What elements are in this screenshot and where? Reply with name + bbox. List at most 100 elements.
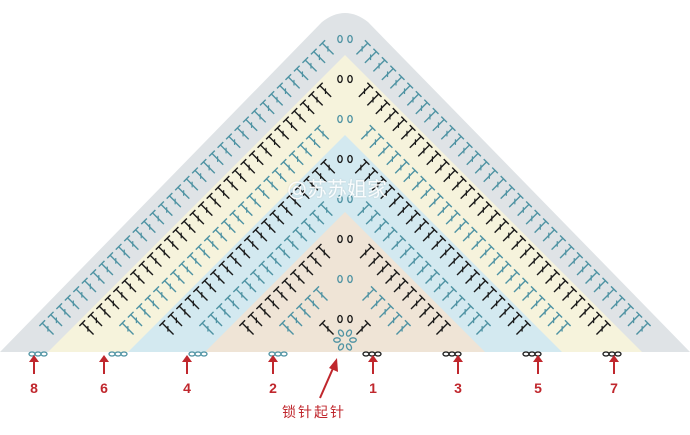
starting-chain-caption: 锁针起针 bbox=[282, 405, 346, 421]
stitch-symbol bbox=[275, 243, 291, 259]
stitch-symbol bbox=[268, 90, 284, 106]
stitch-symbol bbox=[200, 158, 216, 174]
stitch-symbol bbox=[272, 285, 288, 301]
stitch-symbol bbox=[186, 251, 202, 268]
stitch-symbol bbox=[89, 268, 105, 285]
stitch-symbol bbox=[305, 133, 321, 149]
stitch-symbol bbox=[175, 302, 192, 318]
stitch-symbol bbox=[402, 285, 418, 301]
stitch-symbol bbox=[482, 285, 498, 301]
chain-stitch bbox=[347, 74, 353, 84]
stitch-symbol bbox=[538, 302, 555, 318]
stitch-symbol bbox=[265, 133, 281, 149]
arrow-icon bbox=[268, 355, 278, 374]
stitch-symbol bbox=[383, 107, 399, 123]
stitch-symbol bbox=[215, 302, 232, 318]
stitch-symbol bbox=[451, 175, 467, 191]
stitch-symbol bbox=[505, 268, 521, 285]
stitch-symbol bbox=[214, 184, 230, 200]
stitch-symbol bbox=[420, 184, 436, 200]
stitch-symbol bbox=[587, 311, 603, 327]
stitch-symbol bbox=[387, 311, 403, 327]
stitch-symbol bbox=[255, 302, 272, 318]
stitch-symbol bbox=[442, 285, 458, 301]
chain-stitch bbox=[337, 154, 343, 164]
stitch-symbol bbox=[409, 133, 425, 149]
stitch-symbol bbox=[406, 90, 422, 106]
stitch-symbol bbox=[462, 226, 478, 242]
stitch-symbol bbox=[427, 311, 443, 327]
stitch-symbol bbox=[317, 201, 333, 217]
row-label-5: 5 bbox=[534, 380, 542, 396]
stitch-symbol bbox=[243, 234, 259, 251]
stitch-symbol bbox=[294, 184, 310, 200]
stitch-symbol bbox=[425, 268, 441, 285]
stitch-symbol bbox=[374, 217, 390, 234]
chain-stitch bbox=[337, 114, 343, 124]
stitch-symbol bbox=[627, 311, 643, 327]
stitch-symbol bbox=[78, 319, 95, 335]
stitch-symbol bbox=[178, 260, 194, 276]
stitch-symbol bbox=[555, 319, 572, 335]
stitch-symbol bbox=[135, 302, 152, 318]
stitch-symbol bbox=[284, 73, 301, 89]
chain-stitch bbox=[200, 351, 208, 357]
stitch-symbol bbox=[286, 192, 302, 208]
chain-stitch bbox=[345, 329, 353, 337]
stitch-symbol bbox=[231, 167, 247, 183]
stitch-symbol bbox=[568, 251, 584, 268]
arrow-icon bbox=[99, 355, 109, 374]
stitch-symbol bbox=[127, 311, 143, 327]
stitch-symbol bbox=[301, 56, 318, 72]
stitch-symbol bbox=[38, 319, 55, 335]
stitch-symbol bbox=[218, 260, 234, 276]
stitch-symbol bbox=[320, 158, 336, 174]
stitch-symbol bbox=[391, 234, 407, 251]
chain-stitch bbox=[280, 351, 288, 357]
stitch-symbol bbox=[281, 277, 297, 293]
stitch-symbol bbox=[271, 167, 287, 183]
stitch-symbol bbox=[576, 260, 592, 276]
stitch-symbol bbox=[318, 319, 335, 335]
stitch-symbol bbox=[191, 167, 207, 183]
stitch-symbol bbox=[422, 226, 438, 242]
stitch-symbol bbox=[303, 175, 319, 191]
chain-stitch bbox=[347, 234, 353, 244]
stitch-symbol bbox=[95, 302, 112, 318]
stitch-symbol bbox=[448, 251, 464, 268]
stitch-symbol bbox=[502, 226, 518, 242]
chain-stitch bbox=[337, 329, 345, 337]
stitch-symbol bbox=[291, 107, 307, 123]
stitch-symbol bbox=[376, 260, 392, 276]
stitch-symbols bbox=[28, 34, 652, 357]
stitch-symbol bbox=[121, 277, 137, 293]
stitch-symbol bbox=[479, 243, 495, 259]
stitch-symbol bbox=[389, 73, 406, 89]
chain-stitch bbox=[337, 343, 345, 351]
stitch-symbol bbox=[354, 158, 370, 174]
stitch-symbol bbox=[547, 311, 563, 327]
stitch-symbol bbox=[112, 285, 128, 301]
stitch-symbol bbox=[47, 311, 63, 327]
stitch-symbol bbox=[203, 234, 219, 251]
stitch-symbol bbox=[465, 268, 481, 285]
stitch-symbol bbox=[457, 141, 473, 157]
stitch-symbol bbox=[252, 226, 268, 242]
stitch-symbol bbox=[416, 260, 432, 276]
stitch-symbol bbox=[355, 39, 372, 55]
stitch-symbol bbox=[369, 133, 385, 149]
stitch-symbol bbox=[602, 285, 618, 301]
stitch-symbol bbox=[450, 294, 466, 310]
stitch-symbol bbox=[81, 277, 97, 293]
stitch-symbol bbox=[138, 260, 154, 276]
stitch-symbol bbox=[212, 226, 228, 242]
stitch-symbol bbox=[490, 294, 506, 310]
arrow-icon bbox=[368, 355, 378, 374]
stitch-symbol bbox=[258, 260, 274, 276]
stitch-symbol bbox=[129, 268, 145, 285]
stitch-symbol bbox=[454, 217, 470, 234]
stitch-symbol bbox=[386, 150, 402, 166]
stitch-symbol bbox=[562, 285, 578, 301]
stitch-symbol bbox=[201, 277, 217, 293]
stitch-symbol bbox=[276, 82, 292, 98]
